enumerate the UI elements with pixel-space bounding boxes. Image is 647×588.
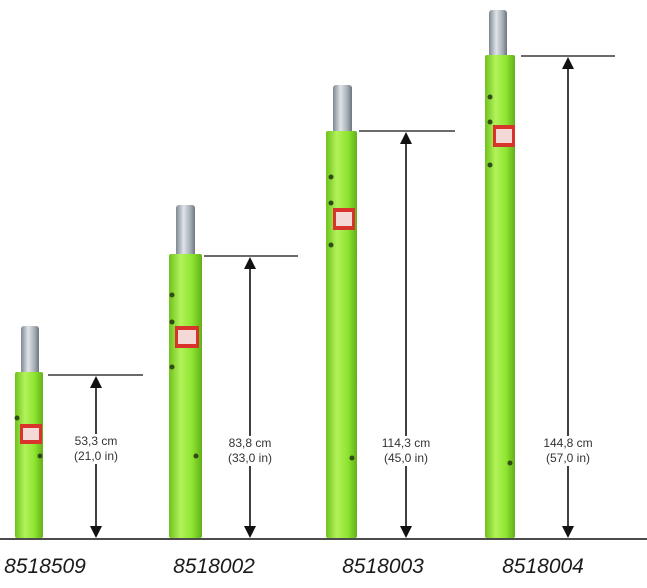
tube-2 <box>169 254 202 538</box>
dimension-cm-2: 83,8 cm <box>228 436 272 450</box>
arrow-head-up-2 <box>244 257 256 269</box>
dimension-cm-4: 144,8 cm <box>543 436 593 450</box>
arrow-head-up-4 <box>562 57 574 69</box>
rivet-3a <box>328 174 334 180</box>
rivet-2b <box>169 319 175 325</box>
extension-4 <box>485 10 615 538</box>
model-number-3: 8518003 <box>342 555 424 578</box>
piston-2 <box>176 205 195 257</box>
arrow-head-down-4 <box>562 526 574 538</box>
extension-2 <box>169 205 298 538</box>
tube-3 <box>326 131 357 538</box>
dimension-cm-3: 114,3 cm <box>381 436 431 450</box>
rivet-4c <box>487 162 493 168</box>
arrow-head-down-3 <box>400 526 412 538</box>
rivet-3b <box>328 200 334 206</box>
dimension-in-3: (45,0 in) <box>383 451 429 465</box>
dimension-label-4: 144,8 cm (57,0 in) <box>528 436 608 466</box>
dimension-in-1: (21,0 in) <box>73 449 119 463</box>
rivet-1b <box>37 453 43 459</box>
dimension-label-2: 83,8 cm (33,0 in) <box>210 436 290 466</box>
tube-1 <box>15 372 43 538</box>
dimension-in-2: (33,0 in) <box>227 451 273 465</box>
dimension-in-4: (57,0 in) <box>545 451 591 465</box>
rivet-2a <box>169 292 175 298</box>
extension-3 <box>326 85 455 538</box>
rivet-4a <box>487 94 493 100</box>
arrow-head-up-1 <box>90 376 102 388</box>
arrow-head-up-3 <box>400 132 412 144</box>
piston-4 <box>489 10 507 58</box>
dimension-cm-1: 53,3 cm <box>74 434 118 448</box>
model-number-2: 8518002 <box>173 555 255 578</box>
rivet-3d <box>349 455 355 461</box>
piston-3 <box>333 85 352 135</box>
rivet-4b <box>487 119 493 125</box>
rivet-2c <box>169 364 175 370</box>
model-number-4: 8518004 <box>502 555 584 578</box>
piston-1 <box>21 326 39 375</box>
tube-4 <box>485 55 515 538</box>
model-number-1: 8518509 <box>4 555 86 578</box>
arrow-head-down-1 <box>90 526 102 538</box>
arrow-head-down-2 <box>244 526 256 538</box>
rivet-4d <box>507 460 513 466</box>
rivet-3c <box>328 242 334 248</box>
rivet-2d <box>193 453 199 459</box>
extension-1 <box>14 326 143 538</box>
dimension-label-3: 114,3 cm (45,0 in) <box>366 436 446 466</box>
dimension-label-1: 53,3 cm (21,0 in) <box>56 434 136 464</box>
rivet-1a <box>14 415 20 421</box>
